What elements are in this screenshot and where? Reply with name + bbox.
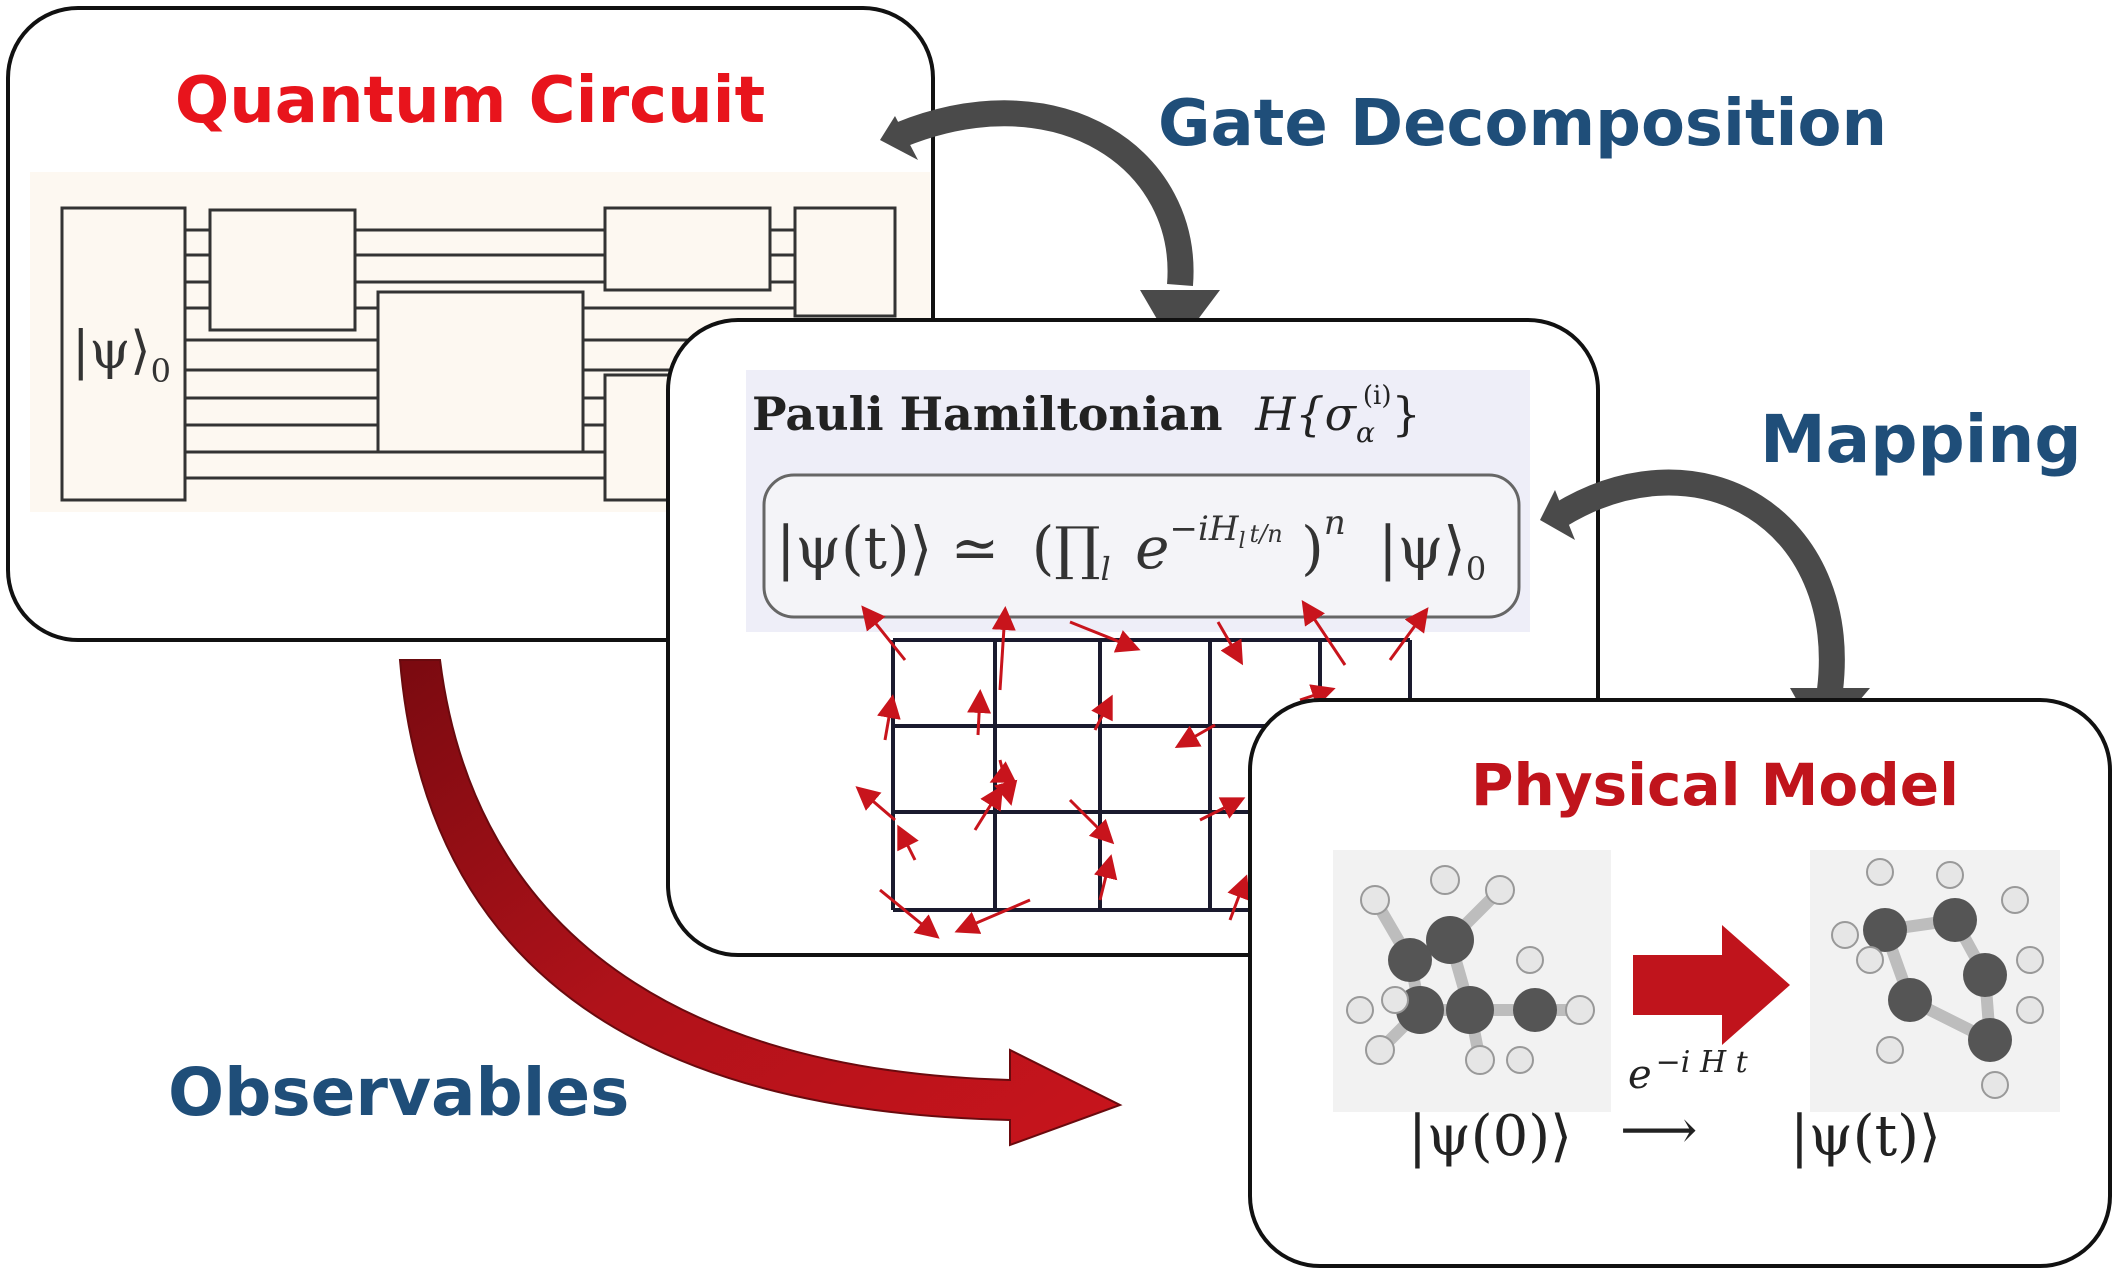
observables-arrow (398, 659, 1123, 1147)
spin-arrow (1093, 854, 1118, 901)
evolution-operator-label: e−i H t (1628, 1045, 1749, 1098)
gate-box (603, 206, 772, 292)
spin-arrow (973, 784, 1004, 831)
spin-arrow (1388, 607, 1429, 661)
spin-arrow (954, 898, 1031, 934)
molecule-initial-image (1333, 850, 1611, 1112)
pauli-hamiltonian-panel: Pauli Hamiltonian H{σα(i)} |ψ(t)⟩ ≃ (∏l … (666, 318, 1600, 957)
initial-state-label: |ψ⟩0 (72, 321, 171, 390)
physical-model-panel: Physical Model (1248, 698, 2112, 1268)
gate-box (208, 208, 357, 332)
evolution-arrow-label: ⟶ (1620, 1098, 1697, 1161)
spin-arrow (1299, 684, 1336, 708)
spin-arrow (991, 606, 1016, 691)
spin-arrows (855, 600, 1429, 939)
spin-arrow (861, 605, 907, 661)
observables-label: Observables (168, 1054, 629, 1131)
gate-box (376, 290, 585, 454)
spin-arrow (989, 761, 1017, 783)
initial-state-label: |ψ(0)⟩ (1408, 1104, 1572, 1169)
gate-decomposition-label: Gate Decomposition (1158, 87, 1887, 161)
spin-arrow (897, 824, 919, 861)
spin-arrow (1069, 620, 1141, 653)
spin-arrow (877, 694, 901, 741)
spin-arrow (1068, 798, 1115, 845)
spin-arrow (1227, 874, 1250, 921)
gate-box (793, 206, 897, 318)
spin-arrow (967, 689, 992, 736)
spin-arrow (1091, 694, 1113, 731)
spin-arrow (1199, 797, 1246, 822)
spin-arrow (855, 786, 896, 822)
mapping-label: Mapping (1760, 401, 2082, 478)
spin-arrow (879, 888, 940, 939)
spin-arrow (1301, 600, 1347, 666)
spin-arrow (1216, 621, 1244, 666)
final-state-label: |ψ(t)⟩ (1790, 1104, 1941, 1169)
spin-arrow (1174, 723, 1216, 748)
evolution-red-arrow (1633, 925, 1790, 1045)
physical-model-title: Physical Model (1471, 751, 1959, 819)
initial-state-box (60, 206, 187, 502)
pauli-hamiltonian-title: Pauli Hamiltonian H{σα(i)} (752, 381, 1421, 449)
quantum-circuit-title: Quantum Circuit (175, 64, 765, 138)
molecule-final-image (1810, 850, 2060, 1112)
